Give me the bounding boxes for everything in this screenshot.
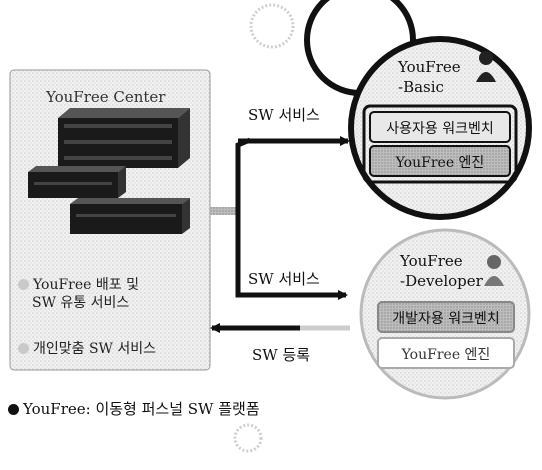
user-avatar-developer-icon [484,255,504,286]
bullet-dot-icon [18,279,29,290]
center-bullet-2: 개인맞춤 SW 서비스 [18,340,156,358]
connector-stub [210,207,238,215]
developer-title-line2: -Developer [400,272,483,290]
basic-box-1 [369,111,511,143]
developer-box-2 [377,337,515,369]
arrow-bottom-label: SW 등록 [252,346,311,364]
arrow-top-label: SW 서비스 [248,106,320,124]
basic-box-frame [362,104,518,184]
arrow-middle-label: SW 서비스 [248,270,320,288]
developer-box-2-label: YouFree 엔진 [401,347,491,363]
bullet-dot-icon [18,343,29,354]
developer-box-1-label: 개발자용 워크벤치 [392,311,500,327]
center-title: YouFree Center [46,88,166,106]
footer-caption: YouFree: 이동형 퍼스널 SW 플랫폼 [8,398,260,419]
user-avatar-basic-icon [476,51,496,82]
center-bullet-1-line1: YouFree 배포 및 [33,277,139,293]
center-bullet-1-line2: SW 유통 서비스 [32,295,130,311]
decor-ring-top [249,3,295,49]
footer-bullet-icon [8,404,19,415]
basic-box-2 [369,145,511,177]
developer-box-1 [377,301,515,333]
decor-ring-bottom [233,423,263,453]
server-icon [28,108,190,234]
basic-title-line1: YouFree [398,58,461,76]
developer-title-line1: YouFree [400,252,463,270]
center-bullet-2-text: 개인맞춤 SW 서비스 [33,341,157,357]
arrow-middle [235,211,348,300]
footer-text: YouFree: 이동형 퍼스널 SW 플랫폼 [23,400,260,418]
basic-box-1-label: 사용자용 워크벤치 [386,121,494,137]
basic-title-line2: -Basic [398,78,444,96]
center-bullet-1: YouFree 배포 및 [18,276,139,294]
basic-box-2-label: YouFree 엔진 [395,155,485,171]
